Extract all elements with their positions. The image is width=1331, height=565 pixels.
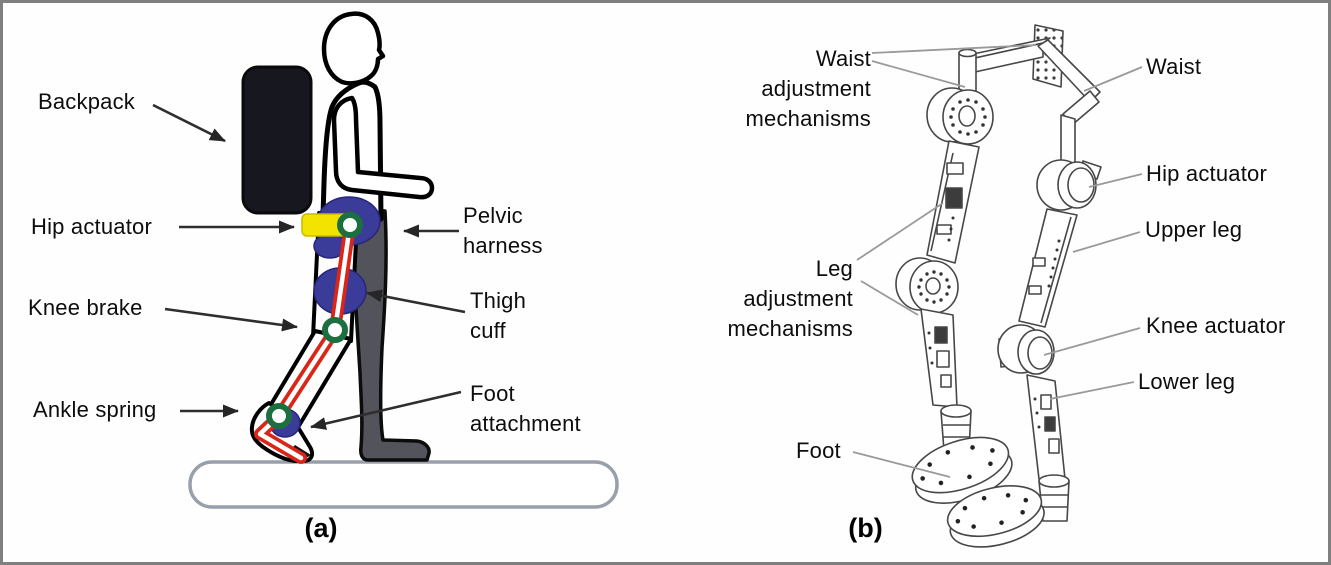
panel-b-drawing <box>852 24 1143 548</box>
label-knee-brake: Knee brake <box>28 295 143 320</box>
label-waist-adjustment: Waist adjustment mechanisms <box>745 46 871 131</box>
label-pelvic-harness: Pelvic harness <box>463 203 543 258</box>
right-foot <box>946 485 1045 548</box>
knee-brake-arrow <box>164 307 298 332</box>
label-backpack: Backpack <box>38 89 135 114</box>
knee-joint <box>322 317 348 343</box>
lower-leg-leader <box>1049 381 1135 400</box>
upper-leg-leader <box>1072 231 1141 253</box>
knee-actuator-leader <box>1043 327 1141 356</box>
waist-leader <box>1083 66 1143 92</box>
backpack-shape <box>241 65 313 215</box>
caption-b: (b) <box>848 513 883 543</box>
label-hip-actuator-b: Hip actuator <box>1146 161 1268 186</box>
waist-adjustment-leader-1 <box>871 44 1037 54</box>
panel-a-arrows <box>152 103 466 430</box>
left-knee-disc <box>895 257 959 314</box>
leg-adjustment-leader-1 <box>856 202 944 261</box>
backpack-arrow <box>152 103 226 143</box>
figure-art <box>152 11 1143 548</box>
thigh-cuff-arrow <box>366 289 466 314</box>
person-head <box>321 11 386 86</box>
person-rear-leg <box>351 207 431 462</box>
label-knee-actuator: Knee actuator <box>1146 313 1286 338</box>
right-ankle-cylinder <box>1038 474 1070 522</box>
label-waist: Waist <box>1146 54 1202 79</box>
right-hip-actuator <box>1036 159 1102 211</box>
label-thigh-cuff: Thigh cuff <box>470 288 527 343</box>
label-foot-attachment: Foot attachment <box>470 381 581 436</box>
hip-joint <box>337 212 363 238</box>
right-knee-actuator <box>997 324 1055 375</box>
label-lower-leg: Lower leg <box>1138 369 1236 394</box>
right-upper-leg <box>1018 208 1078 328</box>
label-leg-adjustment: Leg adjustment mechanisms <box>727 256 853 341</box>
foot-attachment-arrow <box>310 390 462 430</box>
label-foot: Foot <box>796 438 841 463</box>
left-hip-disc <box>926 87 994 145</box>
label-hip-actuator-a: Hip actuator <box>31 214 153 239</box>
label-upper-leg: Upper leg <box>1145 217 1243 242</box>
panel-b-leader-lines <box>852 44 1143 478</box>
exo-joints <box>266 212 363 429</box>
foot-leader <box>852 451 951 478</box>
left-lower-leg <box>920 308 958 408</box>
person-arm <box>331 95 435 200</box>
label-ankle-spring: Ankle spring <box>33 397 157 422</box>
panel-a-drawing <box>152 11 619 509</box>
hip-actuator-leader <box>1088 173 1143 188</box>
caption-a: (a) <box>304 513 338 543</box>
waist-adjustment-leader-2 <box>871 60 966 88</box>
treadmill <box>188 460 619 509</box>
ankle-joint <box>266 403 292 429</box>
left-upper-leg <box>926 140 980 264</box>
leg-adjustment-leader-2 <box>860 280 919 316</box>
right-lower-leg <box>1026 374 1066 480</box>
